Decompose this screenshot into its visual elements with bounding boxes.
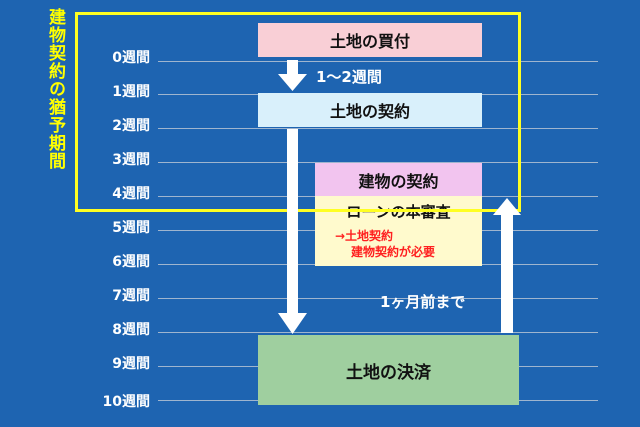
- land-contract-label: 土地の契約: [329, 102, 410, 121]
- week-label-3: 3週間: [112, 152, 150, 168]
- loan-review-label: ローンの本審査: [346, 203, 451, 221]
- up-arrow: [493, 198, 521, 333]
- week-label-9: 9週間: [112, 356, 150, 372]
- week-label-10: 10週間: [102, 394, 150, 410]
- building-contract-box: 建物の契約: [315, 163, 482, 196]
- loan-review-box: [315, 196, 482, 266]
- week-line: [158, 61, 598, 62]
- week-label-4: 4週間: [112, 186, 150, 202]
- week-line: [158, 128, 598, 129]
- week-label-7: 7週間: [112, 288, 150, 304]
- week-line: [158, 332, 598, 333]
- land-purchase-label: 土地の買付: [329, 32, 410, 51]
- week-label-5: 5週間: [112, 220, 150, 236]
- down-arrow-short: [278, 60, 307, 91]
- grace-period-title: 建物契約の猶予期間: [45, 8, 65, 170]
- down-arrow-long: [278, 129, 307, 334]
- one-two-weeks-label: 1～2週間: [316, 68, 382, 86]
- week-label-2: 2週間: [112, 118, 150, 134]
- building-contract-label: 建物の契約: [358, 171, 439, 191]
- one-month-before-label: 1ヶ月前まで: [380, 293, 466, 311]
- land-settlement-label: 土地の決済: [346, 362, 431, 383]
- week-label-6: 6週間: [112, 254, 150, 270]
- week-label-1: 1週間: [112, 84, 150, 100]
- week-line: [158, 162, 598, 163]
- loan-note-line2: 建物契約が必要: [351, 245, 436, 259]
- land-contract-box: 土地の契約: [258, 93, 482, 127]
- week-label-0: 0週間: [112, 50, 150, 66]
- week-label-8: 8週間: [112, 322, 150, 338]
- loan-note-line1: →土地契約: [335, 229, 394, 243]
- land-settlement-box: 土地の決済: [258, 335, 519, 405]
- week-line: [158, 298, 598, 299]
- land-purchase-box: 土地の買付: [258, 23, 482, 57]
